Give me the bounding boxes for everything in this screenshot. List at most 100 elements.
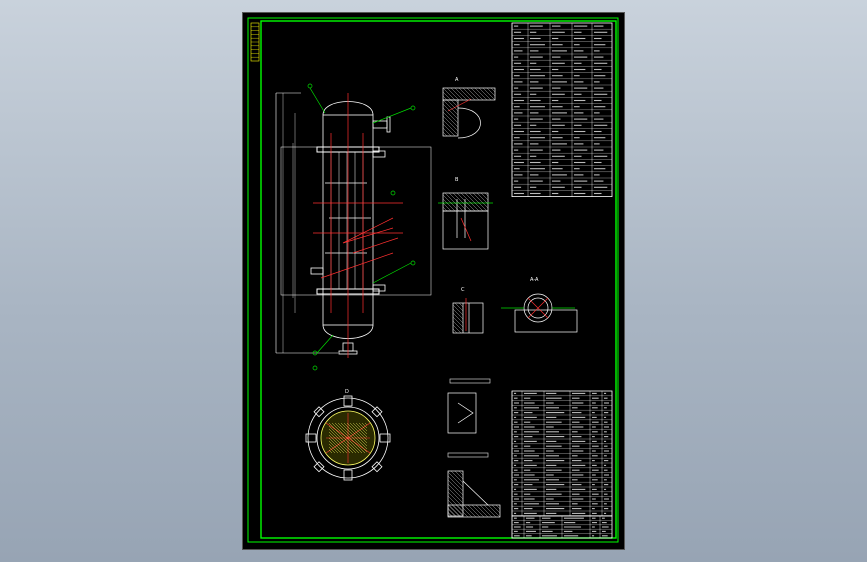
hatch-line [442,127,452,137]
weld-detail-lower [447,452,501,518]
hatch-line [355,422,368,435]
hatch-line [495,504,501,510]
vessel-elevation-view [275,92,432,355]
hatch-line [459,504,473,518]
hatch-line [462,87,476,101]
hatch-line [447,487,464,504]
hatch-line [454,302,464,312]
detail-view-a [442,87,496,139]
hatch-line [442,115,459,132]
hatch-line [343,422,368,447]
hatch-line [448,192,468,212]
sheet-outer-border [247,17,619,543]
hatch-line [491,504,501,514]
hatch-line [346,422,368,444]
hatch-line [464,192,484,212]
parts-list-table [511,390,613,517]
hatch-line [442,123,456,137]
hatch-line [328,431,351,454]
hatch-line [352,422,368,438]
hatch-line [475,504,489,518]
hatch-line [337,422,368,453]
hatch-line [447,495,464,512]
hatch-line [474,87,488,101]
hatch-line [328,422,360,454]
hatch-line [447,475,464,492]
detail-view-b [438,192,493,250]
hatch-line [456,192,476,212]
hatch-line [452,324,462,334]
title-block [511,515,613,539]
hatch-line [458,87,472,101]
hatch-line [442,107,459,124]
hatch-line [486,87,496,97]
hatch-line [447,499,464,516]
hatch-line [454,99,459,104]
hatch-line [328,446,336,454]
plan-view-hatch [328,422,368,454]
detail-hatching [442,87,501,518]
hatch-line [447,503,461,517]
hatch-line [451,504,465,518]
hatch-line [442,206,448,212]
hatch-line [328,443,339,454]
drawing-sheet: A B C D A-A [243,13,624,549]
hatch-line [447,483,464,500]
hatch-line [452,316,464,328]
hatch-line [471,504,485,518]
section-label-a: A [455,77,459,83]
hatch-line [452,312,464,324]
sheet-inner-border [260,20,617,539]
hatch-line [328,428,354,454]
hatch-line [450,470,464,484]
hatch-line [442,95,448,101]
hatch-line [463,504,477,518]
hatch-line [472,192,489,209]
hatch-line [487,504,501,518]
hatch-line [447,511,453,517]
section-label-b: B [455,177,459,183]
section-label-d: D [345,389,349,395]
hatch-line [452,328,458,334]
hatch-line [470,87,484,101]
hatch-line [490,87,496,93]
hatch-line [328,449,333,454]
hatch-line [483,504,497,518]
cad-drawing[interactable]: A B C D A-A [243,13,624,549]
hatch-line [454,87,468,101]
hatch-line [447,508,457,518]
hatch-line [452,304,464,316]
hatch-line [458,302,464,308]
hatch-line [460,192,480,212]
hatch-line [361,422,368,429]
hatch-line [484,192,489,197]
hatch-line [446,87,460,101]
hatch-line [468,192,488,212]
hatch-line [467,504,481,518]
hatch-line [480,192,489,201]
hatch-line [442,194,460,212]
detail-view-c [452,298,484,334]
hatch-line [452,320,464,332]
hatch-line [450,99,459,108]
hatch-line [364,422,368,426]
section-view-a-a [501,293,578,333]
hatch-line [442,91,452,101]
hatch-line [447,491,464,508]
tube-sheet-plan-view [305,395,391,481]
hatch-line [328,440,342,454]
hatch-line [447,504,461,518]
hatch-line [466,87,480,101]
hatch-line [328,425,357,454]
hatch-line [442,202,452,212]
hatch-line [442,103,459,120]
hatch-line [458,470,464,476]
hatch-line [478,87,492,101]
hatch-line [331,422,363,454]
part-callouts [307,83,416,371]
hatch-line [444,192,464,212]
hatch-line [340,422,368,450]
hatch-line [447,479,464,496]
hatch-line [452,192,472,212]
design-spec-table [511,22,613,198]
